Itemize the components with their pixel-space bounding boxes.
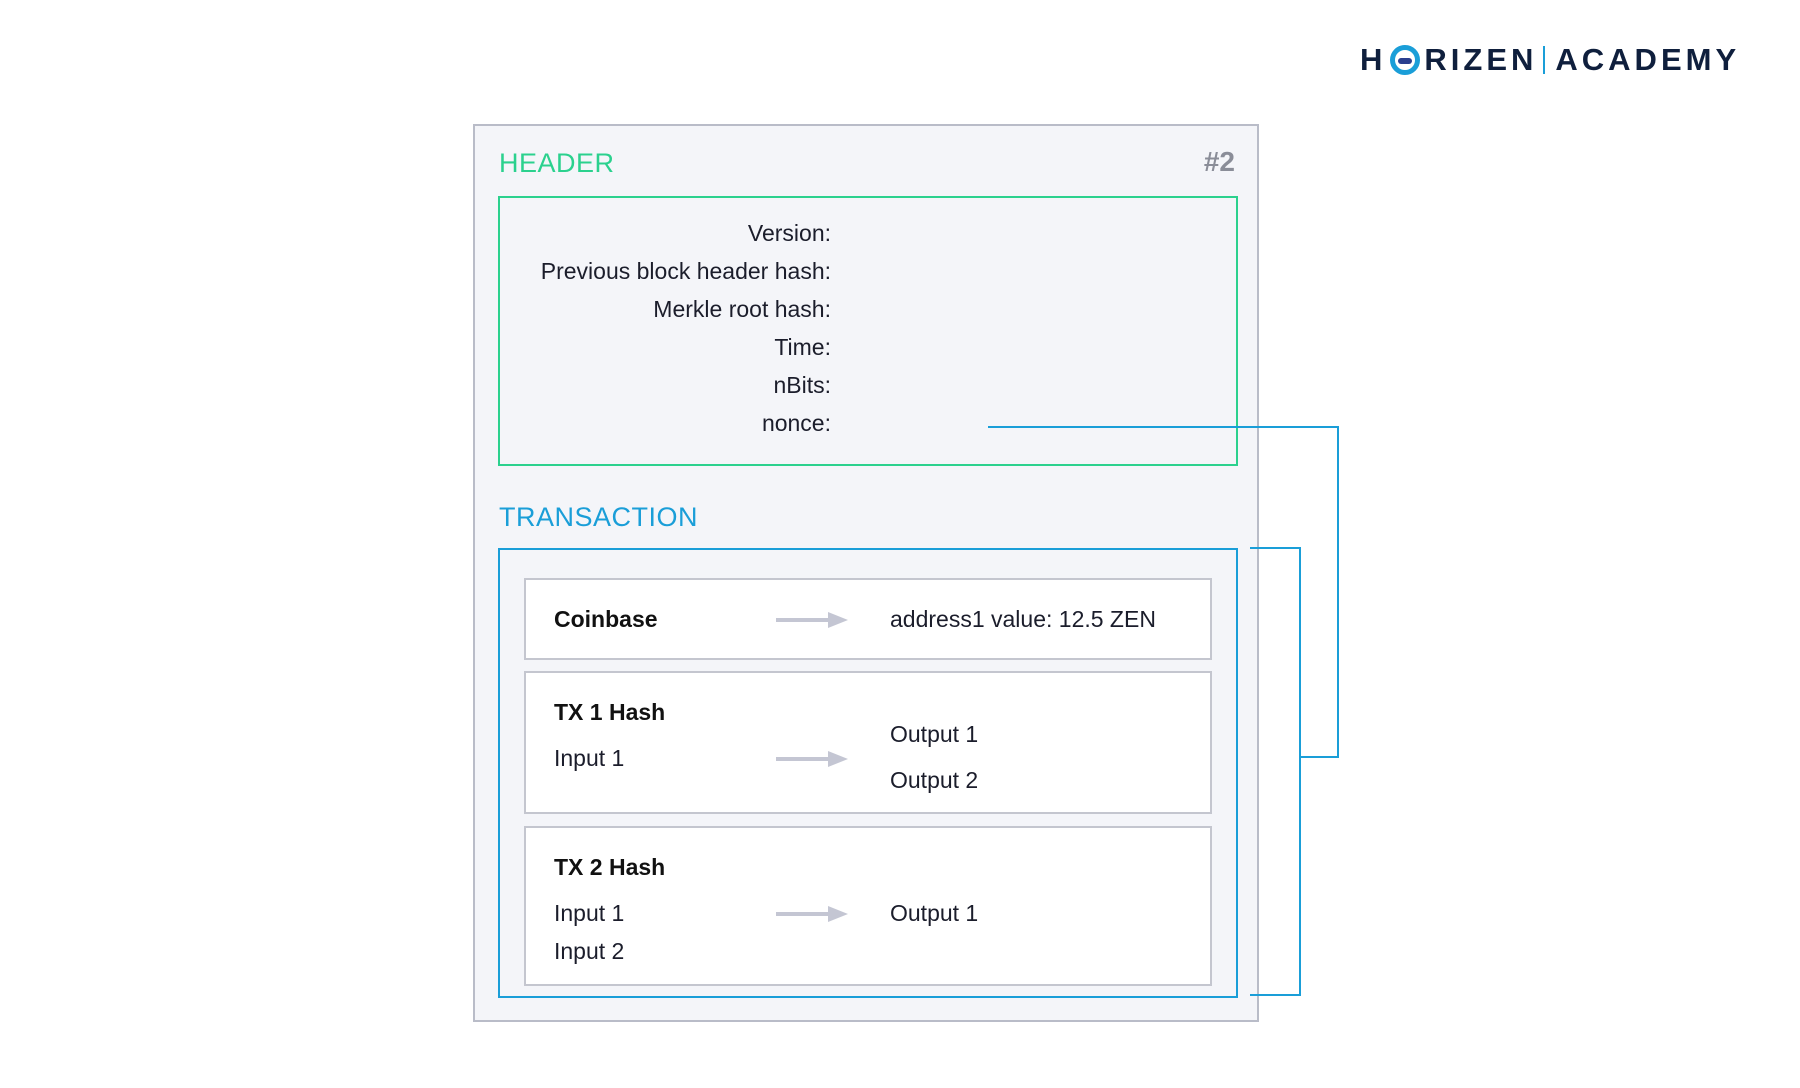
header-field-nbits: nBits: bbox=[773, 372, 831, 398]
coinbase-card: Coinbase address1 value: 12.5 ZEN bbox=[524, 578, 1212, 660]
coinbase-label: Coinbase bbox=[554, 606, 658, 632]
arrow-right-icon bbox=[776, 612, 848, 628]
logo-word-academy: ACADEMY bbox=[1555, 42, 1741, 77]
header-section-title: HEADER bbox=[499, 148, 615, 178]
tx1-output-1: Output 1 bbox=[890, 721, 979, 747]
header-field-merkle-root: Merkle root hash: bbox=[653, 296, 831, 322]
logo-separator bbox=[1543, 46, 1546, 74]
block-number: #2 bbox=[1203, 146, 1235, 177]
tx2-card: TX 2 Hash Input 1 Input 2 Output 1 bbox=[524, 826, 1212, 986]
tx1-output-2: Output 2 bbox=[890, 767, 979, 793]
horizen-academy-logo: H RIZEN ACADEMY bbox=[1360, 38, 1740, 82]
logo-o-icon bbox=[1390, 45, 1421, 75]
coinbase-output: address1 value: 12.5 ZEN bbox=[890, 606, 1156, 632]
block-container: HEADER #2 Version: Previous block header… bbox=[473, 124, 1259, 1022]
logo-letter-h: H bbox=[1360, 42, 1387, 77]
header-box: Version: Previous block header hash: Mer… bbox=[498, 196, 1238, 466]
header-field-version: Version: bbox=[747, 220, 831, 246]
tx1-hash-label: TX 1 Hash bbox=[554, 699, 666, 725]
header-field-nonce: nonce: bbox=[761, 410, 831, 436]
transaction-box: Coinbase address1 value: 12.5 ZEN TX 1 H… bbox=[498, 548, 1238, 998]
tx1-input-1: Input 1 bbox=[554, 745, 625, 771]
arrow-right-icon bbox=[776, 906, 848, 922]
tx2-output-1: Output 1 bbox=[890, 900, 979, 926]
tx2-hash-label: TX 2 Hash bbox=[554, 854, 666, 880]
tx2-input-2: Input 2 bbox=[554, 938, 625, 964]
tx1-card: TX 1 Hash Input 1 Output 1 Output 2 bbox=[524, 671, 1212, 814]
transaction-section-title: TRANSACTION bbox=[499, 502, 699, 532]
tx2-input-1: Input 1 bbox=[554, 900, 625, 926]
logo-word-rizen: RIZEN bbox=[1424, 42, 1538, 77]
header-field-previous-hash: Previous block header hash: bbox=[540, 258, 831, 284]
arrow-right-icon bbox=[776, 751, 848, 767]
header-field-time: Time: bbox=[774, 334, 831, 360]
